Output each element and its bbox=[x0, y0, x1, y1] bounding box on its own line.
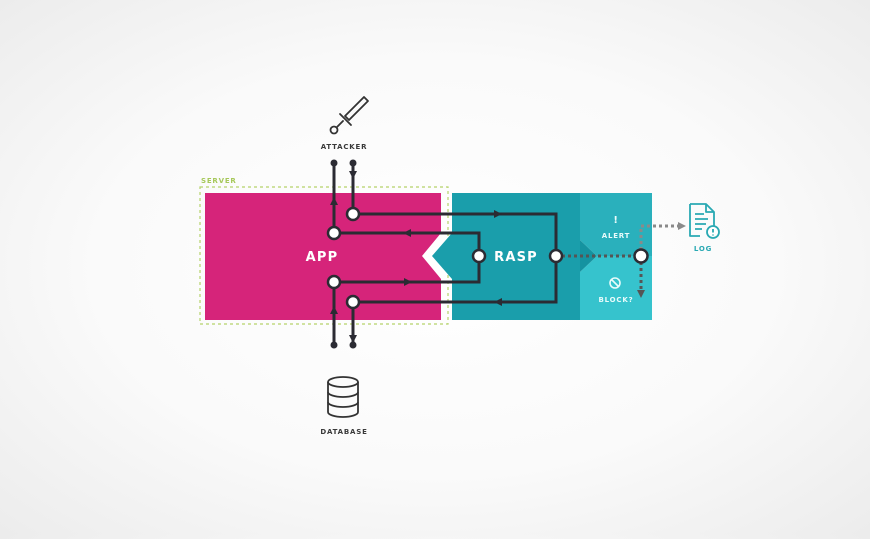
attacker-label: ATTACKER bbox=[321, 143, 368, 151]
arrow-down-to-db bbox=[349, 335, 357, 343]
line-rasp-to-app-inner bbox=[334, 231, 481, 256]
rasp-node: RASP bbox=[432, 193, 580, 320]
arrow-right-inner bbox=[404, 278, 412, 286]
alert-label: ALERT bbox=[602, 232, 631, 240]
junction bbox=[345, 206, 361, 222]
app-node: APP bbox=[205, 193, 441, 320]
line-rasp-to-app-bottom bbox=[353, 256, 558, 304]
junction bbox=[345, 294, 361, 310]
server-label: SERVER bbox=[201, 177, 237, 185]
junction bbox=[326, 274, 342, 290]
line-app-to-rasp-inner bbox=[334, 256, 481, 284]
app-label: APP bbox=[306, 250, 339, 265]
junctions bbox=[326, 206, 649, 310]
arrow-left-inner bbox=[403, 229, 411, 237]
response-panel: ! ALERT BLOCK? bbox=[580, 193, 652, 320]
junction bbox=[471, 248, 487, 264]
server-boundary: SERVER bbox=[199, 177, 449, 325]
document-alert-icon bbox=[689, 203, 720, 239]
dotted-lines bbox=[556, 224, 678, 290]
database-node: DATABASE bbox=[320, 376, 367, 436]
line-endpoints bbox=[330, 159, 357, 349]
alert-panel bbox=[580, 193, 652, 256]
junction bbox=[548, 248, 564, 264]
arrow-left-bottom bbox=[494, 298, 502, 306]
attacker-node: ATTACKER bbox=[321, 96, 369, 151]
database-icon bbox=[327, 376, 359, 418]
arrowheads bbox=[330, 171, 502, 343]
block-label: BLOCK? bbox=[599, 296, 634, 304]
arrow-to-log bbox=[678, 222, 686, 230]
log-node: LOG bbox=[689, 203, 720, 253]
rasp-label: RASP bbox=[494, 250, 538, 265]
arrow-down-from-attacker bbox=[349, 171, 357, 179]
database-label: DATABASE bbox=[320, 428, 367, 436]
arrow-to-block bbox=[637, 290, 645, 298]
junction bbox=[326, 225, 342, 241]
exclamation-icon: ! bbox=[613, 215, 618, 226]
arrow-up-attacker bbox=[330, 197, 338, 205]
arrow-right-top bbox=[494, 210, 502, 218]
junction bbox=[633, 248, 649, 264]
sword-icon bbox=[329, 96, 369, 135]
arrow-up-from-db bbox=[330, 306, 338, 314]
dotted-alert-to-log bbox=[639, 224, 678, 256]
no-entry-icon bbox=[609, 277, 621, 289]
line-app-to-rasp-top bbox=[353, 212, 558, 256]
log-label: LOG bbox=[694, 245, 712, 253]
